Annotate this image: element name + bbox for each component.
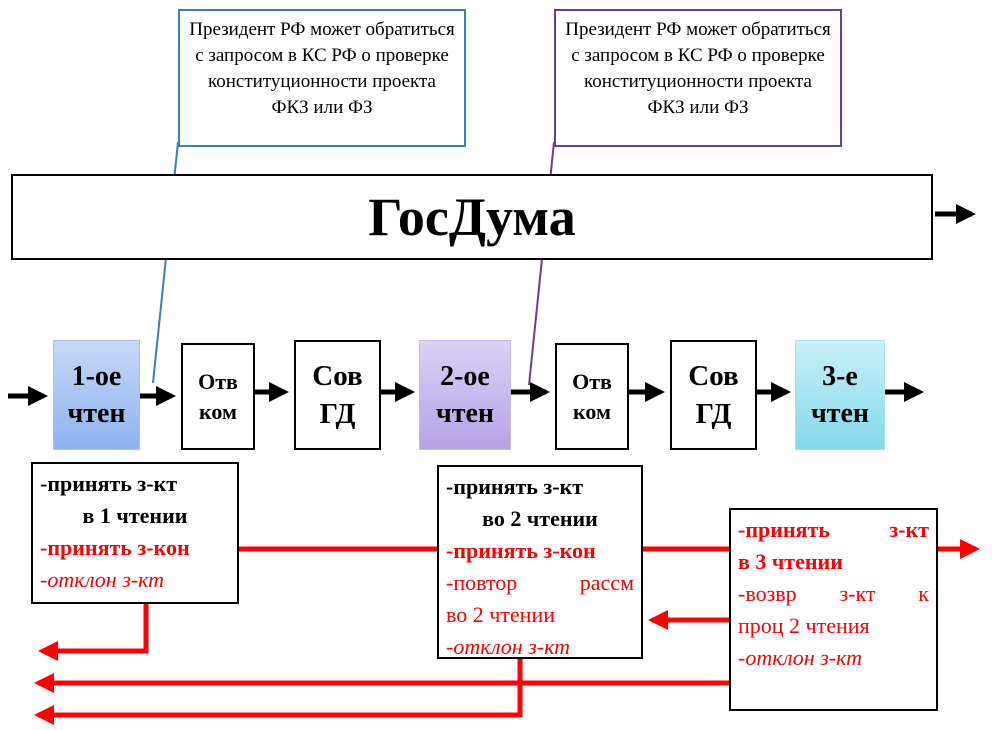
first-reading-box: 1-ое чтен	[53, 340, 140, 450]
outcome-2-accept-bill-cont: во 2 чтении	[482, 506, 598, 531]
third-reading-label: 3-е чтен	[810, 361, 870, 429]
third-reading-outcomes: -принять з-кт в 3 чтении -возвр з-кт к п…	[729, 508, 938, 711]
reject-arrow-2	[34, 659, 523, 725]
outcome-3-return-bill: -возвр з-кт к	[738, 578, 929, 610]
president-request-callout-1: Президент РФ может обратиться с запросом…	[178, 9, 466, 147]
outcome-1-accept-bill-cont: в 1 чтении	[82, 503, 188, 528]
outcome-2-reject: -отклон з-кт	[446, 634, 571, 659]
outcome-2-accept-bill: -принять з-кт	[446, 474, 584, 499]
second-reading-label: 2-ое чтен	[435, 361, 495, 429]
outcome-2-review-word: рассм	[579, 570, 634, 595]
outcome-2-repeat-word: -повтор	[446, 570, 518, 595]
committee-1-label: Отв ком	[198, 368, 238, 424]
first-reading-label: 1-ое чтен	[67, 361, 126, 429]
outcome-3-accept-bill: -принять з-кт	[738, 514, 929, 546]
third-reading-box: 3-е чтен	[795, 340, 885, 450]
outcome-3-return-bill-cont: проц 2 чтения	[738, 613, 870, 638]
outcome-3-return-bill-word: з-кт	[839, 581, 876, 606]
outcome-2-accept-law: -принять з-кон	[446, 538, 596, 563]
outcome-3-return-word: -возвр	[738, 581, 797, 606]
president-request-callout-2: Президент РФ может обратиться с запросом…	[554, 9, 842, 147]
outcome-1-reject: -отклон з-кт	[40, 567, 165, 592]
second-reading-box: 2-ое чтен	[419, 340, 511, 450]
outcome-1-accept-law: -принять з-кон	[40, 535, 190, 560]
outcome-2-repeat-review: -повтор рассм	[446, 567, 634, 599]
council-box-2: Сов ГД	[670, 340, 757, 450]
outcome-3-accept-word: -принять	[738, 517, 830, 542]
committee-box-1: Отв ком	[181, 343, 255, 450]
outcome-3-accept-bill-cont: в 3 чтении	[738, 549, 843, 574]
outcome-3-reject: -отклон з-кт	[738, 645, 863, 670]
outcome-3-bill-word: з-кт	[889, 517, 929, 542]
committee-box-2: Отв ком	[555, 343, 629, 450]
outcome-2-repeat-review-cont: во 2 чтении	[446, 602, 556, 627]
outcome-1-accept-bill: -принять з-кт	[40, 471, 178, 496]
second-reading-outcomes: -принять з-кт во 2 чтении -принять з-кон…	[437, 465, 643, 659]
council-1-label: Сов ГД	[312, 360, 363, 430]
outcome-3-return-to-word: к	[918, 581, 929, 606]
gosduma-banner: ГосДума	[11, 174, 933, 260]
banner-title: ГосДума	[368, 187, 576, 247]
callout-1-text: Президент РФ может обратиться с запросом…	[189, 19, 455, 118]
callout-2-text: Президент РФ может обратиться с запросом…	[565, 19, 831, 118]
reject-arrow-1	[38, 596, 149, 661]
council-2-label: Сов ГД	[688, 360, 739, 430]
first-reading-outcomes: -принять з-кт в 1 чтении -принять з-кон …	[31, 462, 239, 604]
council-box-1: Сов ГД	[294, 340, 381, 450]
committee-2-label: Отв ком	[572, 368, 612, 424]
